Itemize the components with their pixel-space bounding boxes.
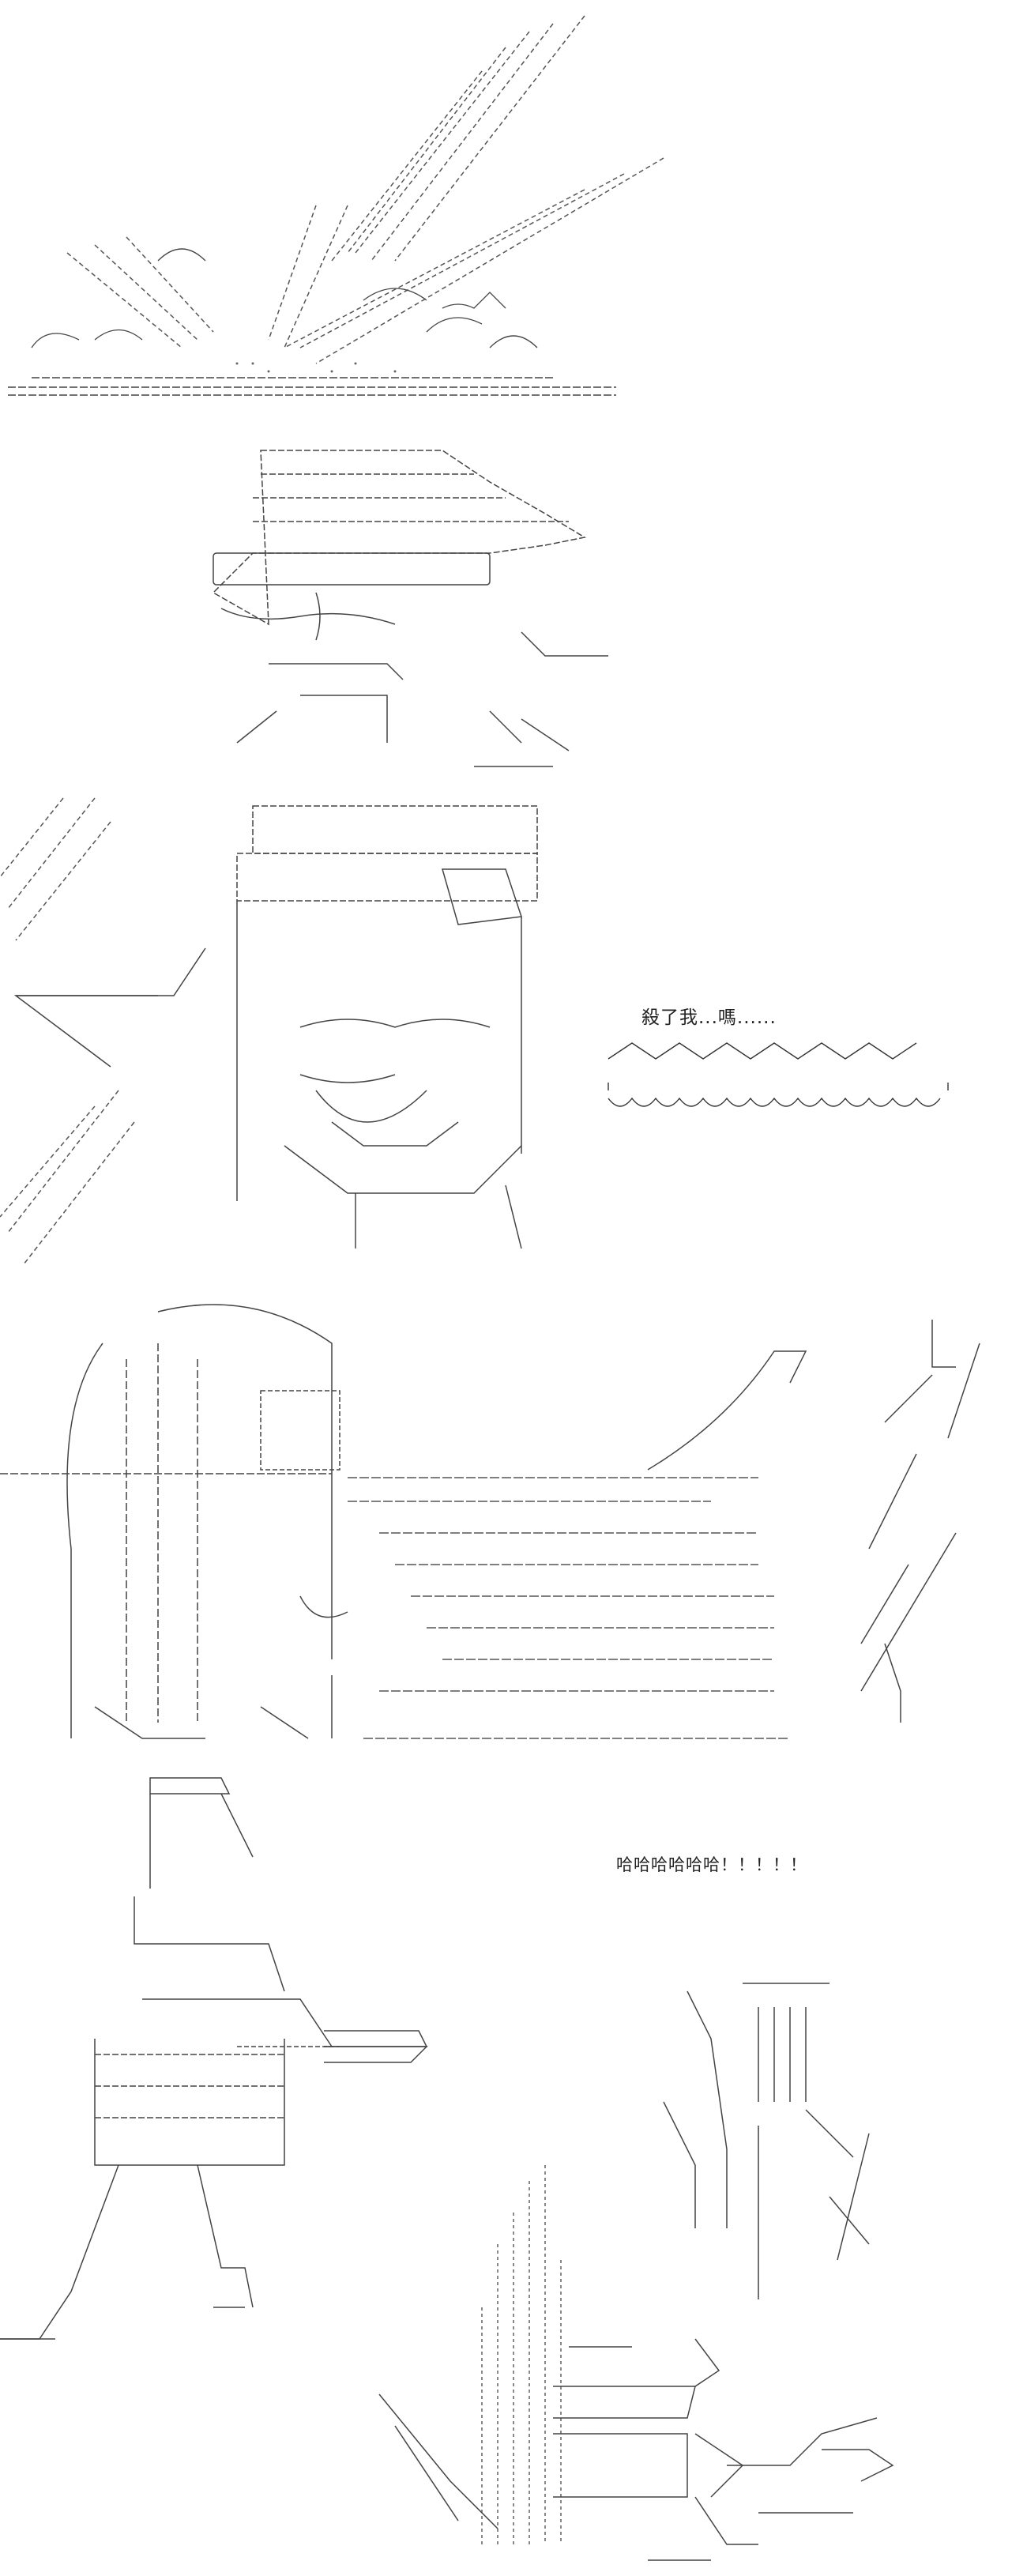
- panel-laughing-man: 哈哈哈哈哈哈！！！！！: [0, 790, 1027, 1874]
- panel-sunrise: [0, 0, 1027, 411]
- speech-kill-me: 殺了我...嗎......: [641, 1007, 777, 1028]
- panel-long-hair-character: [0, 1296, 1027, 1754]
- speech-laughing: 哈哈哈哈哈哈！！！！！: [616, 1855, 807, 1874]
- panel-sunglasses-man: 殺了我...嗎......: [0, 427, 1027, 1028]
- sunrise-drawing: [8, 15, 664, 396]
- laughing-man-drawing: [0, 797, 949, 1265]
- panel-knife-character: [0, 1770, 1027, 2576]
- long-hair-character-drawing: [0, 1304, 980, 1739]
- knife-character-drawing: [0, 1777, 894, 2561]
- sunglasses-man-drawing: [212, 450, 608, 767]
